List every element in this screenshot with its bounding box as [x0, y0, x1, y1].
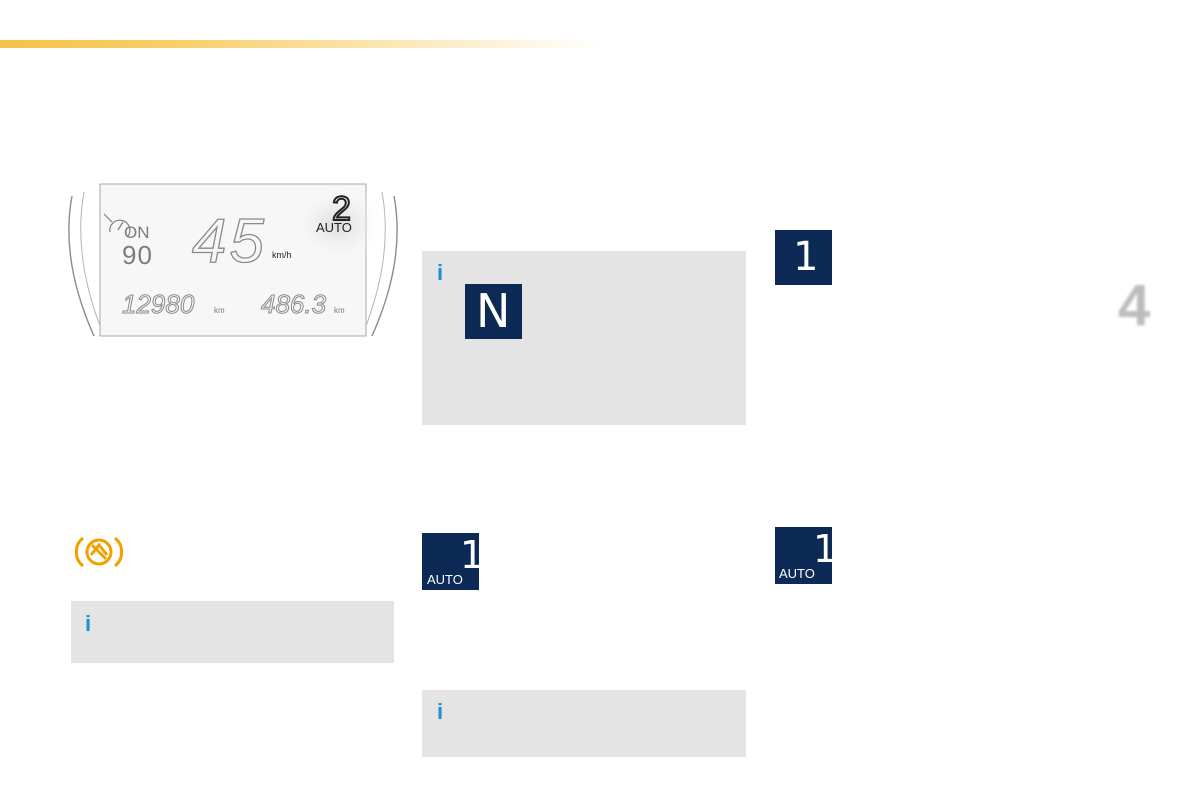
info-note-left: i: [71, 601, 394, 663]
chapter-number: 4: [1118, 273, 1151, 338]
info-icon: i: [437, 260, 444, 285]
limiter-value: 90: [122, 240, 153, 270]
instrument-cluster-display: ON 90 45 km/h 2 AUTO 12980 km 486.3 km: [66, 178, 400, 338]
speed-unit: km/h: [272, 250, 292, 260]
first-gear-auto-badge-right: 1 AUTO: [775, 527, 837, 584]
trip-value: 486.3: [261, 289, 327, 319]
header-accent-bar: [0, 40, 600, 48]
info-note-bottom: i: [422, 690, 746, 757]
first-gear-auto-badge: 1 AUTO: [422, 533, 484, 590]
info-icon: i: [85, 611, 92, 636]
neutral-gear-glyph: N: [476, 284, 511, 338]
info-note-neutral: i N: [422, 251, 746, 425]
gear-indicator: 2: [332, 190, 351, 228]
auto-label: AUTO: [779, 566, 815, 581]
speed-readout: 45: [192, 207, 267, 276]
limiter-status: ON: [124, 223, 150, 242]
trip-unit: km: [334, 306, 345, 315]
first-gear-manual-badge: 1: [775, 230, 832, 285]
gear-digit: 1: [793, 234, 819, 280]
speed-limiter-icon: [103, 213, 131, 237]
automatic-gearbox-warning-icon: [74, 533, 124, 576]
neutral-gear-badge: N: [465, 284, 522, 339]
info-icon: i: [437, 699, 444, 724]
gear-mode: AUTO: [316, 220, 352, 235]
gear-digit: 1: [813, 527, 838, 571]
gear-digit: 1: [460, 533, 485, 577]
odometer-value: 12980: [122, 289, 195, 319]
auto-label: AUTO: [427, 572, 463, 587]
odometer-unit: km: [214, 306, 225, 315]
